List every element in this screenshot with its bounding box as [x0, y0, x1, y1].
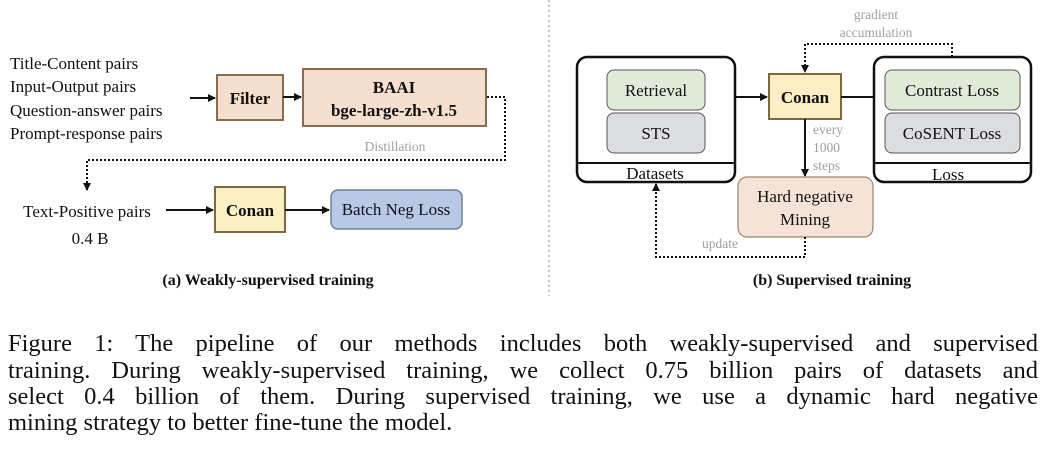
mining-label-line1: Hard negative — [757, 187, 853, 206]
loss-title: Loss — [932, 165, 964, 184]
input-pair-type: Question-answer pairs — [10, 101, 163, 120]
text-positive-pairs-label: Text-Positive pairs — [23, 202, 151, 221]
conan-label-supervised: Conan — [781, 88, 830, 107]
input-pair-type: Input-Output pairs — [10, 77, 136, 96]
panel-a-caption: (a) Weakly-supervised training — [162, 272, 373, 289]
teacher-org: BAAI — [373, 78, 416, 97]
sts-label: STS — [641, 124, 670, 143]
contrast-loss-label: Contrast Loss — [905, 81, 999, 100]
gradient-accumulation-dotted-arrow — [801, 43, 953, 73]
sts-box — [606, 112, 706, 154]
retrieval-box — [606, 69, 706, 111]
filter-box — [216, 74, 284, 121]
contrast-loss-box — [884, 69, 1021, 111]
figure-caption-line: select 0.4 billion of them. During super… — [8, 383, 1038, 410]
cosent-loss-box — [884, 112, 1021, 154]
teacher-model-box — [302, 68, 487, 127]
input-pair-type: Prompt-response pairs — [10, 124, 163, 143]
steps-label: steps — [813, 158, 840, 173]
conan-box-supervised — [768, 73, 842, 120]
mining-label-line2: Mining — [780, 210, 831, 229]
cosent-loss-label: CoSENT Loss — [903, 124, 1001, 143]
teacher-model-name: bge-large-zh-v1.5 — [331, 101, 457, 120]
datasets-title: Datasets — [626, 164, 684, 183]
batch-neg-loss-box — [330, 189, 463, 230]
retrieval-label: Retrieval — [625, 81, 688, 100]
panel-weakly-supervised: Title-Content pairs Input-Output pairs Q… — [10, 54, 506, 289]
distillation-dotted-arrow — [83, 96, 506, 191]
update-dotted-arrow — [652, 183, 806, 258]
pipeline-diagram: Title-Content pairs Input-Output pairs Q… — [10, 0, 1033, 296]
pairs-count: 0.4 B — [72, 229, 109, 248]
steps-count: 1000 — [813, 140, 840, 155]
accumulation-label: accumulation — [840, 25, 913, 40]
distillation-label: Distillation — [365, 139, 426, 154]
figure-caption-line: Figure 1: The pipeline of our methods in… — [8, 330, 1038, 357]
filter-label: Filter — [230, 89, 271, 108]
figure-caption-line: training. During weakly-supervised train… — [8, 357, 1038, 384]
input-pair-type: Title-Content pairs — [10, 54, 138, 73]
batch-neg-loss-label: Batch Neg Loss — [342, 200, 451, 219]
conan-label: Conan — [226, 201, 275, 220]
gradient-label: gradient — [854, 7, 898, 22]
figure-caption-line: mining strategy to better fine-tune the … — [8, 409, 453, 436]
every-label: every — [813, 122, 843, 137]
panel-supervised: gradient accumulation Datasets Retrieval… — [575, 7, 1033, 289]
update-label: update — [702, 236, 738, 251]
panel-b-caption: (b) Supervised training — [753, 272, 911, 289]
